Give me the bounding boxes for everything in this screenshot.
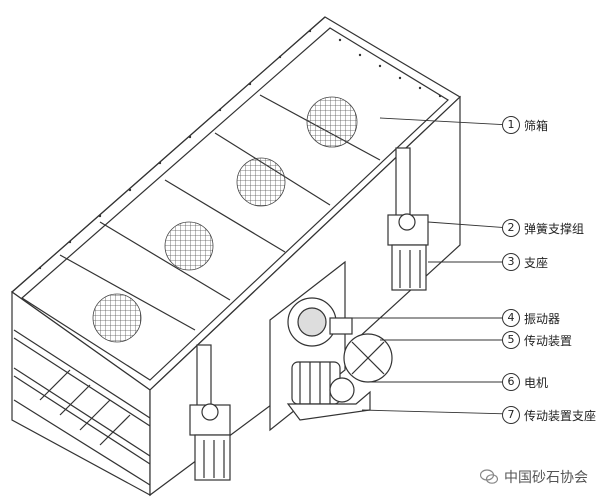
- callout-number-2: 2: [502, 219, 520, 237]
- callout-number-7: 7: [502, 406, 520, 424]
- watermark-text: 中国砂石协会: [504, 470, 588, 486]
- callout-number-5: 5: [502, 331, 520, 349]
- watermark: 中国砂石协会: [480, 467, 588, 487]
- callout-number-6: 6: [502, 373, 520, 391]
- callout-number-3: 3: [502, 253, 520, 271]
- callout-label-6: 电机: [524, 376, 549, 390]
- right-support: [387, 147, 429, 291]
- callout-label-3: 支座: [524, 256, 549, 270]
- wechat-icon: [480, 469, 498, 484]
- callout-number-1: 1: [502, 116, 520, 134]
- callout-number-4: 4: [502, 309, 520, 327]
- callout-label-4: 振动器: [524, 312, 561, 326]
- callout-label-5: 传动装置: [524, 334, 573, 348]
- left-support: [189, 344, 231, 481]
- rim-bolts: [38, 29, 442, 270]
- callout-label-1: 筛箱: [524, 119, 549, 133]
- callout-label-2: 弹簧支撑组: [524, 222, 585, 236]
- drive-assembly: [269, 260, 393, 432]
- leader-lines: [352, 117, 511, 415]
- screen-mesh: [92, 96, 358, 343]
- callout-label-7: 传动装置支座: [524, 409, 597, 423]
